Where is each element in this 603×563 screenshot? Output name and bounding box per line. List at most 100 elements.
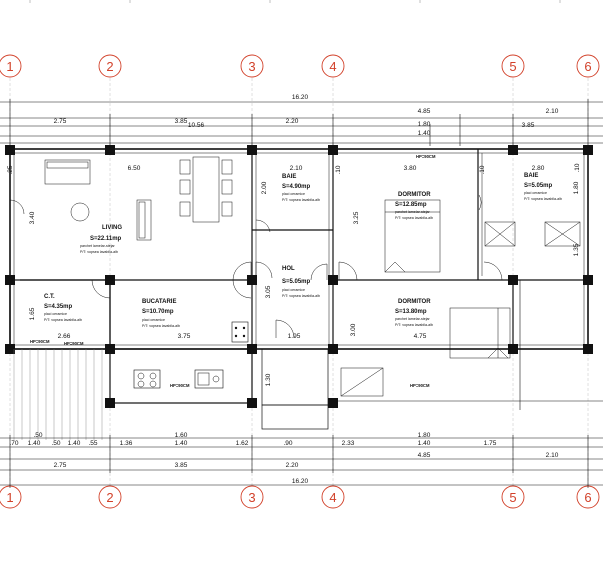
dim-top-row3: 3.85 bbox=[522, 122, 535, 129]
axis-marker-1: 1 bbox=[0, 54, 22, 78]
svg-text:1.30: 1.30 bbox=[265, 373, 272, 386]
svg-text:DORMITOR: DORMITOR bbox=[398, 192, 431, 198]
svg-text:6: 6 bbox=[584, 59, 591, 74]
svg-text:6.50: 6.50 bbox=[128, 165, 141, 172]
svg-text:1.80: 1.80 bbox=[418, 432, 431, 439]
dim-top-row4: 1.40 bbox=[418, 130, 431, 137]
svg-text:placi ceramice: placi ceramice bbox=[282, 288, 305, 292]
svg-text:2.75: 2.75 bbox=[54, 462, 67, 469]
svg-text:.10: .10 bbox=[335, 165, 342, 174]
svg-text:1.40: 1.40 bbox=[418, 440, 431, 447]
svg-text:C.T.: C.T. bbox=[44, 294, 55, 300]
svg-text:HOL: HOL bbox=[282, 266, 295, 272]
dim-total-bottom: 16.20 bbox=[292, 478, 309, 485]
axis-marker-4: 4 bbox=[321, 54, 345, 78]
svg-text:HP=90CM: HP=90CM bbox=[30, 339, 50, 344]
svg-text:1.60: 1.60 bbox=[175, 432, 188, 439]
axis-marker-4: 4 bbox=[321, 485, 345, 509]
svg-text:2.00: 2.00 bbox=[261, 181, 268, 194]
dim-top-row3: 1.80 bbox=[418, 121, 431, 128]
room-baie-1: BAIE S=4.90mp placi ceramice P/T: vopsea… bbox=[282, 174, 320, 202]
svg-text:2.66: 2.66 bbox=[58, 333, 71, 340]
room-dormitor-1: DORMITOR S=12.85mp parchet lamelar-steja… bbox=[395, 192, 433, 220]
room-living: LIVING S=22.11mp parchet lamelar-stejar … bbox=[80, 225, 122, 254]
svg-text:1.36: 1.36 bbox=[120, 440, 133, 447]
svg-text:4: 4 bbox=[329, 59, 336, 74]
walls bbox=[9, 148, 603, 430]
svg-text:1.62: 1.62 bbox=[236, 440, 249, 447]
svg-text:HP=90CM: HP=90CM bbox=[64, 341, 84, 346]
svg-text:5: 5 bbox=[509, 59, 516, 74]
bottom-dimension-lines bbox=[0, 435, 603, 488]
bedroom-furniture bbox=[340, 199, 581, 397]
svg-text:S=5.05mp: S=5.05mp bbox=[524, 183, 553, 189]
svg-text:3.00: 3.00 bbox=[350, 323, 357, 336]
svg-text:2.10: 2.10 bbox=[290, 165, 303, 172]
bottom-axis-markers: 1 2 3 4 5 6 bbox=[0, 485, 600, 509]
top-dimension-texts: 16.20 4.85 2.10 2.75 3.85 10.56 2.20 1.8… bbox=[54, 94, 559, 137]
axis-marker-5: 5 bbox=[501, 54, 525, 78]
svg-text:1.40: 1.40 bbox=[28, 440, 41, 447]
svg-text:3.75: 3.75 bbox=[178, 333, 191, 340]
svg-text:3.40: 3.40 bbox=[29, 211, 36, 224]
structural-columns bbox=[5, 145, 593, 408]
svg-text:S=12.85mp: S=12.85mp bbox=[395, 202, 427, 208]
svg-text:1.35: 1.35 bbox=[573, 243, 580, 256]
svg-text:.10: .10 bbox=[479, 165, 486, 174]
svg-text:P/T: vopsea lavabila-alb: P/T: vopsea lavabila-alb bbox=[142, 324, 180, 328]
svg-text:.70: .70 bbox=[9, 440, 18, 447]
svg-text:P/T: vopsea lavabila-alb: P/T: vopsea lavabila-alb bbox=[44, 318, 82, 322]
axis-marker-1: 1 bbox=[0, 485, 22, 509]
svg-text:3.80: 3.80 bbox=[404, 165, 417, 172]
svg-text:parchet lamelar-stejar: parchet lamelar-stejar bbox=[80, 244, 116, 248]
kitchen-fixtures bbox=[133, 321, 249, 389]
svg-text:S=10.70mp: S=10.70mp bbox=[142, 309, 174, 315]
svg-text:LIVING: LIVING bbox=[102, 225, 122, 231]
room-bucatarie: BUCATARIE S=10.70mp placi ceramice P/T: … bbox=[142, 299, 180, 328]
svg-text:BAIE: BAIE bbox=[282, 174, 296, 180]
svg-text:.55: .55 bbox=[88, 440, 97, 447]
dim-top-row3: 2.75 bbox=[54, 118, 67, 125]
svg-text:.10: .10 bbox=[574, 163, 581, 172]
svg-text:3.05: 3.05 bbox=[265, 285, 272, 298]
svg-text:S=4.90mp: S=4.90mp bbox=[282, 184, 311, 190]
svg-text:1.40: 1.40 bbox=[175, 440, 188, 447]
svg-text:2.33: 2.33 bbox=[342, 440, 355, 447]
svg-text:3: 3 bbox=[248, 490, 255, 505]
svg-text:2.80: 2.80 bbox=[532, 165, 545, 172]
svg-text:3.25: 3.25 bbox=[353, 211, 360, 224]
dim-top-row3: 2.20 bbox=[286, 118, 299, 125]
svg-text:2: 2 bbox=[106, 59, 113, 74]
room-ct: C.T. S=4.35mp placi ceramice P/T: vopsea… bbox=[44, 294, 82, 322]
svg-text:P/T: vopsea lavabila-alb: P/T: vopsea lavabila-alb bbox=[524, 197, 562, 201]
hatched-area bbox=[13, 349, 103, 440]
svg-text:2: 2 bbox=[106, 490, 113, 505]
dim-top-row2: 4.85 bbox=[418, 108, 431, 115]
axis-marker-6: 6 bbox=[576, 54, 600, 78]
svg-text:1: 1 bbox=[6, 490, 13, 505]
svg-text:P/T: vopsea lavabila-alb: P/T: vopsea lavabila-alb bbox=[282, 198, 320, 202]
axis-marker-3: 3 bbox=[240, 54, 264, 78]
room-baie-2: BAIE S=5.05mp placi ceramice P/T: vopsea… bbox=[524, 173, 562, 201]
svg-text:HP=90CM: HP=90CM bbox=[416, 154, 436, 159]
svg-text:5: 5 bbox=[509, 490, 516, 505]
room-hol: HOL S=5.05mp placi ceramice P/T: vopsea … bbox=[282, 266, 320, 298]
svg-text:P/T: vopsea lavabila-alb: P/T: vopsea lavabila-alb bbox=[395, 216, 433, 220]
svg-text:S=13.80mp: S=13.80mp bbox=[395, 309, 427, 315]
svg-text:1.80: 1.80 bbox=[573, 181, 580, 194]
axis-marker-6: 6 bbox=[576, 485, 600, 509]
doors bbox=[9, 194, 503, 339]
svg-text:BUCATARIE: BUCATARIE bbox=[142, 299, 176, 305]
svg-text:.25: .25 bbox=[7, 165, 14, 174]
room-labels: LIVING S=22.11mp parchet lamelar-stejar … bbox=[44, 173, 562, 328]
svg-text:4.85: 4.85 bbox=[418, 452, 431, 459]
top-axis-markers: 1 2 3 4 5 6 bbox=[0, 54, 600, 78]
window-labels: HP=90CM HP=90CM HP=90CM HP=90CM HP=90CM bbox=[30, 154, 436, 388]
svg-text:HP=90CM: HP=90CM bbox=[410, 383, 430, 388]
svg-text:HP=90CM: HP=90CM bbox=[170, 383, 190, 388]
svg-text:placi ceramice: placi ceramice bbox=[142, 318, 165, 322]
svg-text:1.75: 1.75 bbox=[484, 440, 497, 447]
dim-top-row3: 10.56 bbox=[188, 122, 205, 129]
svg-text:.50: .50 bbox=[33, 432, 42, 439]
